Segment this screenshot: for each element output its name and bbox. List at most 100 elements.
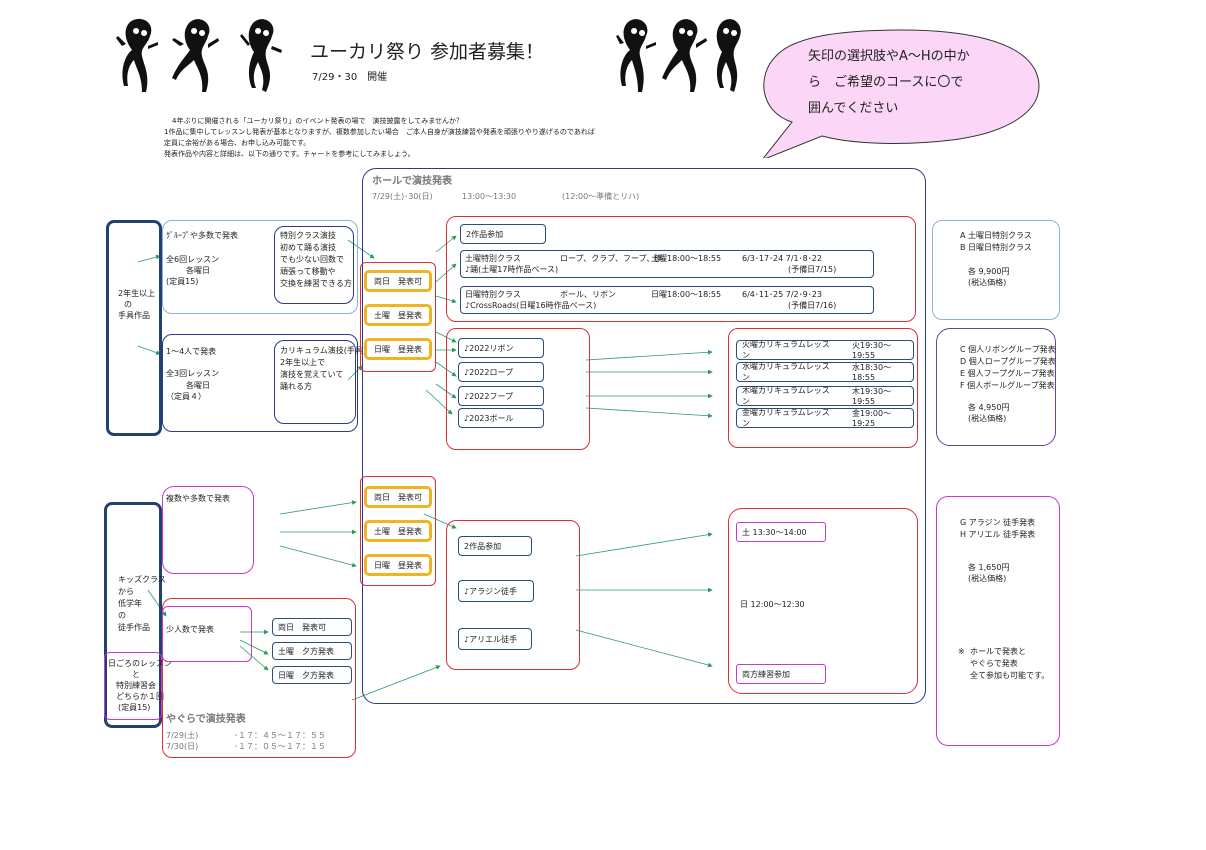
sat-class-song: ♪踊(土曜17時作品ベース): [465, 265, 559, 274]
option-e[interactable]: E 個人フープグループ発表: [960, 369, 1055, 378]
option-sat-noon-top[interactable]: 土曜 昼発表: [364, 304, 432, 326]
option-g[interactable]: G アラジン 徒手発表: [960, 518, 1036, 527]
bubble-line-3: 囲んでください: [808, 101, 899, 116]
hall-options-top-frame: [360, 262, 436, 372]
yagura-date-2: 7/30(日): [166, 742, 199, 751]
page-title: ユーカリ祭り 参加者募集！: [310, 41, 545, 63]
option-h[interactable]: H アリエル 徒手発表: [960, 530, 1036, 539]
kids-aladdin[interactable]: ♪アラジン徒手: [458, 580, 534, 602]
hall-time: 13:00〜13:30: [462, 192, 517, 201]
kids-lesson-3: 特別練習会: [116, 681, 156, 690]
group-a-capacity: (定員15): [166, 277, 199, 286]
kids-sun-time[interactable]: 日 12:00〜12:30: [740, 600, 805, 609]
sat-class-dates: 6/3･17･24 7/1･8･22: [742, 254, 822, 263]
lesson-thu[interactable]: 木曜カリキュラムレッスン 木19:30〜19:55: [736, 386, 914, 406]
grade2-label-box: [106, 220, 162, 436]
intro-line-1: 4年ぶりに開催される「ユーカリ祭り」のイベント発表の場で 演技披露をしてみません…: [172, 117, 464, 125]
sun-special-class[interactable]: [460, 286, 874, 314]
footnote-mark: ※: [958, 647, 965, 656]
option-f[interactable]: F 個人ボールグループ発表: [960, 381, 1055, 390]
option-b[interactable]: B 日曜日特別クラス: [960, 243, 1032, 252]
note-a-2: 初めて踊る演技: [280, 243, 336, 252]
kids-lesson-box: [104, 652, 162, 720]
price-cf: 各 4,950円: [968, 403, 1010, 412]
yagura-sat-evening[interactable]: 土曜 夕方発表: [272, 642, 352, 660]
sat-class-name: 土曜特別クラス: [465, 254, 521, 263]
yagura-time-1: ･１７：４５〜１７：５５: [234, 731, 326, 740]
sat-class-reserve: (予備日7/15): [788, 265, 837, 274]
song-2022-ribbon[interactable]: ♪2022リボン: [458, 338, 544, 358]
group-b-capacity: （定員４）: [166, 392, 206, 401]
option-both-days-bottom[interactable]: 両日 発表可: [364, 486, 432, 508]
price-ab-tax: (税込価格): [968, 278, 1007, 287]
kids-few-title[interactable]: 少人数で発表: [166, 625, 214, 634]
yagura-time-2: ･１７：０５〜１７：１５: [234, 742, 326, 751]
special-two-works[interactable]: 2作品参加: [460, 224, 546, 244]
speech-bubble: [762, 29, 1040, 158]
option-both-days-top[interactable]: 両日 発表可: [364, 270, 432, 292]
group-b-lessons: 全3回レッスン: [166, 369, 220, 378]
note-a-1: 特別クラス演技: [280, 231, 336, 240]
group-b-title: 1〜4人で発表: [166, 347, 217, 356]
option-sat-noon-bottom[interactable]: 土曜 昼発表: [364, 520, 432, 542]
kids-ariel[interactable]: ♪アリエル徒手: [458, 628, 532, 650]
option-sun-noon-top[interactable]: 日曜 昼発表: [364, 338, 432, 360]
option-c[interactable]: C 個人リボングループ発表: [960, 345, 1056, 354]
kids-lesson-2: と: [132, 670, 140, 679]
note-a-4: 頑張って移動や: [280, 267, 336, 276]
kids-lesson-5: (定員15): [118, 703, 151, 712]
song-2023-ball[interactable]: ♪2023ボール: [458, 408, 544, 428]
hall-options-bottom-frame: [360, 476, 436, 586]
price-ab: 各 9,900円: [968, 267, 1010, 276]
hall-title: ホールで演技発表: [372, 176, 452, 187]
intro-line-3: 定員に余裕がある場合、お申し込み可能です。: [164, 139, 311, 147]
dancer-figures-right: [616, 19, 741, 92]
kids-song-section: [446, 520, 580, 670]
sat-special-class[interactable]: [460, 250, 874, 278]
footnote-2: やぐらで発表: [970, 659, 1018, 668]
bubble-line-2: ら ご希望のコースに〇で: [808, 75, 964, 90]
kids-multi-title[interactable]: 複数や多数で発表: [166, 494, 230, 503]
lesson-fri[interactable]: 金曜カリキュラムレッスン 金19:00〜19:25: [736, 408, 914, 428]
lesson-wed[interactable]: 水曜カリキュラムレッスン 水18:30〜18:55: [736, 362, 914, 382]
option-d[interactable]: D 個人ロープグループ発表: [960, 357, 1056, 366]
group-b-days: 各曜日: [186, 381, 210, 390]
kids-label-3: 低学年: [118, 599, 142, 608]
group-a-lessons: 全6回レッスン: [166, 255, 220, 264]
grade2-label-3: 手具作品: [118, 311, 150, 320]
note-a-box: [274, 226, 354, 304]
sun-class-items: ボール、リボン: [560, 290, 616, 299]
grade2-label-2: の: [124, 300, 132, 309]
kids-multi-box: [162, 486, 254, 574]
kids-sat-time[interactable]: 土 13:30〜14:00: [736, 522, 826, 542]
sun-class-name: 日曜特別クラス: [465, 290, 521, 299]
yagura-both-days[interactable]: 両日 発表可: [272, 618, 352, 636]
footnote-3: 全て参加も可能です。: [970, 671, 1050, 680]
intro-line-4: 発表作品や内容と詳細は、以下の通りです。チャートを参考にしてみましょう。: [164, 150, 415, 158]
sun-class-time: 日曜18:00〜18:55: [651, 290, 722, 299]
note-b-1: カリキュラム演技(手具): [280, 346, 367, 355]
kids-label-1: キッズクラス: [118, 575, 166, 584]
grade2-label-1: 2年生以上: [118, 289, 156, 298]
option-a[interactable]: A 土曜日特別クラス: [960, 231, 1032, 240]
yagura-sun-evening[interactable]: 日曜 夕方発表: [272, 666, 352, 684]
intro-line-2: 1作品に集中してレッスンし発表が基本となりますが、複数参加したい場合 ご本人自身…: [164, 128, 595, 136]
song-2022-hoop[interactable]: ♪2022フープ: [458, 386, 544, 406]
kids-label-2: から: [118, 587, 134, 596]
song-section: [446, 328, 590, 450]
song-2022-rope[interactable]: ♪2022ロープ: [458, 362, 544, 382]
option-sun-noon-bottom[interactable]: 日曜 昼発表: [364, 554, 432, 576]
lesson-thu-time: 木19:30〜19:55: [852, 387, 892, 406]
yagura-date-1: 7/29(土): [166, 731, 199, 740]
hall-dates: 7/29(土)･30(日): [372, 192, 433, 201]
sun-class-dates: 6/4･11･25 7/2･9･23: [742, 290, 822, 299]
kids-two-works[interactable]: 2作品参加: [458, 536, 532, 556]
price-gh: 各 1,650円: [968, 563, 1010, 572]
price-cf-box: [936, 328, 1056, 446]
group-a-days: 各曜日: [186, 266, 210, 275]
bubble-line-1: 矢印の選択肢やA〜Hの中か: [808, 49, 970, 64]
kids-both-practice[interactable]: 両方練習参加: [736, 664, 826, 684]
lesson-tue[interactable]: 火曜カリキュラムレッスン 火19:30〜19:55: [736, 340, 914, 360]
sat-class-time: 土曜18:00〜18:55: [651, 254, 722, 263]
